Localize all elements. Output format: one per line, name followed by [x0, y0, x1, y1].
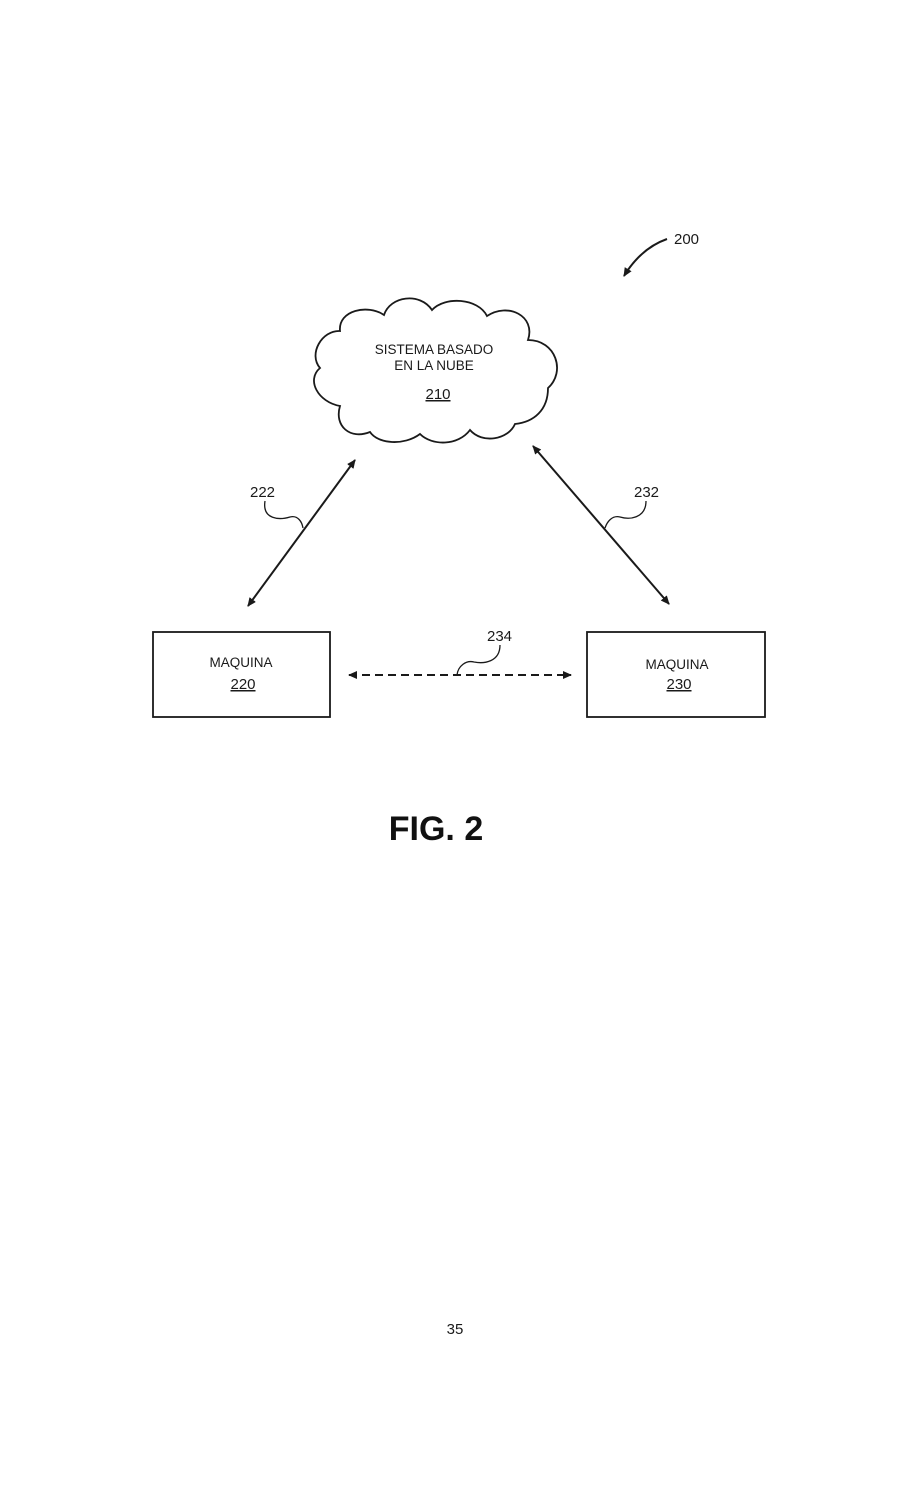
link-machine-peer: 234: [349, 628, 571, 675]
figure-reference-arrow: [624, 239, 667, 276]
figure-reference-label: 200: [674, 231, 699, 248]
machine-right-label: MAQUINA: [645, 657, 708, 672]
leader-line-234: [457, 645, 500, 675]
cloud-reference: 210: [425, 386, 450, 403]
bidirectional-arrow-left: [248, 460, 355, 606]
leader-line-232: [605, 501, 646, 528]
bidirectional-arrow-right: [533, 446, 669, 604]
machine-right-node: MAQUINA 230: [587, 632, 765, 717]
figure-caption: FIG. 2: [389, 810, 483, 848]
machine-right-reference: 230: [666, 676, 691, 693]
cloud-label-line1: SISTEMA BASADO: [375, 342, 494, 357]
machine-left-reference: 220: [230, 676, 255, 693]
machine-right-box: [587, 632, 765, 717]
link-reference-232: 232: [634, 484, 659, 501]
page-number: 35: [447, 1321, 464, 1338]
cloud-node: SISTEMA BASADO EN LA NUBE 210: [314, 298, 557, 442]
machine-left-node: MAQUINA 220: [153, 632, 330, 717]
cloud-label-line2: EN LA NUBE: [394, 358, 474, 373]
leader-line-222: [265, 501, 303, 528]
machine-left-box: [153, 632, 330, 717]
link-cloud-machine-right: 232: [533, 446, 669, 604]
link-cloud-machine-left: 222: [248, 460, 355, 606]
link-reference-234: 234: [487, 628, 512, 645]
figure-reference: 200: [624, 231, 699, 276]
link-reference-222: 222: [250, 484, 275, 501]
machine-left-label: MAQUINA: [209, 655, 272, 670]
